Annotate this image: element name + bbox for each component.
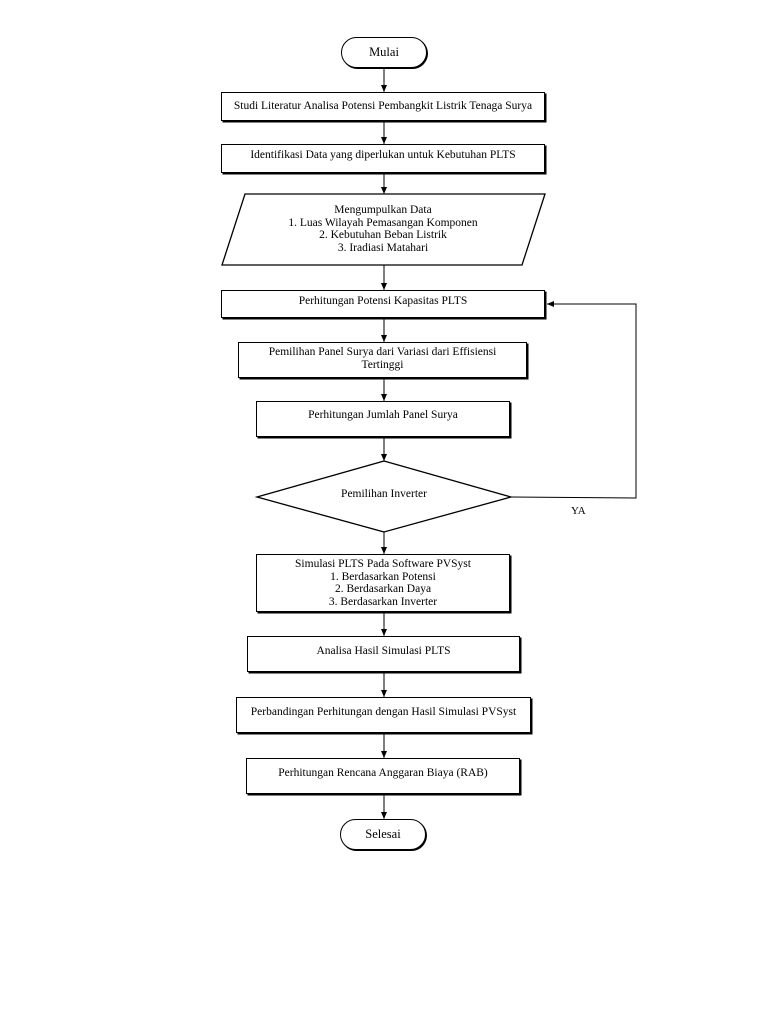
- analysis-box: Analisa Hasil Simulasi PLTS: [247, 636, 520, 672]
- inverter-decision-label: Pemilihan Inverter: [341, 487, 427, 500]
- budget-box: Perhitungan Rencana Anggaran Biaya (RAB): [246, 758, 520, 794]
- simulation-item: 1. Berdasarkan Potensi: [330, 570, 436, 583]
- simulation-item: 3. Berdasarkan Inverter: [328, 595, 438, 608]
- panel-selection-line: Pemilihan Panel Surya dari Variasi dari …: [268, 346, 497, 358]
- data-collection-item: 3. Iradiasi Matahari: [337, 241, 429, 254]
- inverter-decision: Pemilihan Inverter: [300, 486, 468, 502]
- end-terminal: Selesai: [340, 819, 426, 850]
- loop-yes-label: YA: [571, 505, 586, 517]
- data-collection-title: Mengumpulkan Data: [334, 204, 432, 216]
- simulation-box: Simulasi PLTS Pada Software PVSyst 1. Be…: [256, 554, 510, 612]
- comparison-label: Perbandingan Perhitungan dengan Hasil Si…: [250, 706, 517, 718]
- comparison-box: Perbandingan Perhitungan dengan Hasil Si…: [236, 697, 531, 733]
- data-collection-item: 1. Luas Wilayah Pemasangan Komponen: [288, 216, 478, 229]
- capacity-calculation-label: Perhitungan Potensi Kapasitas PLTS: [298, 295, 468, 307]
- end-label: Selesai: [365, 827, 401, 842]
- data-identification-box: Identifikasi Data yang diperlukan untuk …: [221, 144, 545, 173]
- panel-count-box: Perhitungan Jumlah Panel Surya: [256, 401, 510, 437]
- loop-arrow-yes: [510, 301, 637, 499]
- data-identification-label: Identifikasi Data yang diperlukan untuk …: [250, 149, 516, 161]
- panel-selection-line: Tertinggi: [361, 358, 404, 371]
- start-terminal: Mulai: [341, 37, 427, 68]
- simulation-title: Simulasi PLTS Pada Software PVSyst: [295, 558, 471, 570]
- capacity-calculation-box: Perhitungan Potensi Kapasitas PLTS: [221, 290, 545, 318]
- start-label: Mulai: [369, 45, 399, 60]
- literature-study-box: Studi Literatur Analisa Potensi Pembangk…: [221, 92, 545, 121]
- decision-diamond-shape: [254, 460, 514, 533]
- analysis-label: Analisa Hasil Simulasi PLTS: [316, 645, 451, 657]
- data-collection-parallelogram: Mengumpulkan Data 1. Luas Wilayah Pemasa…: [245, 204, 521, 260]
- budget-label: Perhitungan Rencana Anggaran Biaya (RAB): [278, 767, 488, 779]
- data-collection-item: 2. Kebutuhan Beban Listrik: [319, 229, 447, 241]
- panel-selection-box: Pemilihan Panel Surya dari Variasi dari …: [238, 342, 527, 378]
- literature-study-label: Studi Literatur Analisa Potensi Pembangk…: [233, 100, 533, 113]
- data-parallelogram-shape: [221, 193, 546, 266]
- simulation-item: 2. Berdasarkan Daya: [334, 583, 432, 595]
- panel-count-label: Perhitungan Jumlah Panel Surya: [308, 409, 458, 421]
